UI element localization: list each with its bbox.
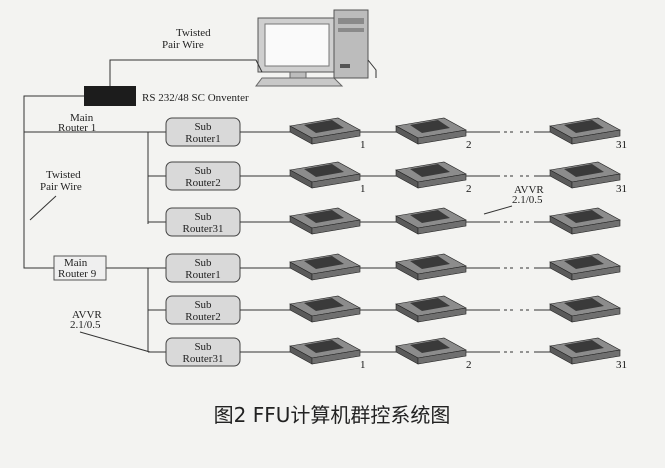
ffu-number: 2 (466, 139, 472, 151)
ffu-unit (549, 295, 621, 323)
ffu-unit (289, 161, 361, 189)
svg-text:Main Router 9: Main Router 9 (58, 257, 97, 280)
main-router-9: Main Router 9 (53, 255, 107, 281)
ffu-unit (289, 337, 361, 365)
ffu-unit (395, 161, 467, 189)
ffu-unit (395, 117, 467, 145)
avvr-label-left: AVVR 2.1/0.5 (70, 309, 105, 331)
computer-wires (109, 59, 377, 86)
ffu-unit (395, 295, 467, 323)
ffu-number: 31 (616, 139, 627, 151)
ffu-number: 2 (466, 359, 472, 371)
avvr-pointer-right (483, 205, 513, 215)
computer-icon (255, 9, 369, 87)
ffu-unit (549, 337, 621, 365)
ffu-number: 31 (616, 183, 627, 195)
ffu-unit (395, 337, 467, 365)
ffu-unit (549, 253, 621, 281)
ffu-unit (549, 117, 621, 145)
main-router-1-label: Main Router 1 (58, 112, 96, 134)
figure-caption: 图2 FFU计算机群控系统图 (214, 403, 451, 427)
twisted-pair-label-top: Twisted Pair Wire (162, 27, 213, 51)
ffu-unit (289, 207, 361, 235)
ffu-number: 1 (360, 139, 366, 151)
ffu-unit (289, 253, 361, 281)
converter-label: RS 232/48 SC Onventer (142, 92, 249, 104)
ffu-unit (395, 253, 467, 281)
ffu-number: 31 (616, 359, 627, 371)
ffu-unit (549, 161, 621, 189)
rs232-converter (84, 86, 136, 106)
ffu-number: 1 (360, 359, 366, 371)
ffu-unit (549, 207, 621, 235)
avvr-label-right: AVVR 2.1/0.5 (512, 184, 547, 206)
twisted-pair-label-left: Twisted Pair Wire (40, 169, 83, 193)
ffu-number: 1 (360, 183, 366, 195)
ffu-number: 2 (466, 183, 472, 195)
ffu-unit (395, 207, 467, 235)
ffu-unit (289, 295, 361, 323)
avvr-pointer-left (79, 331, 151, 353)
ffu-unit (289, 117, 361, 145)
